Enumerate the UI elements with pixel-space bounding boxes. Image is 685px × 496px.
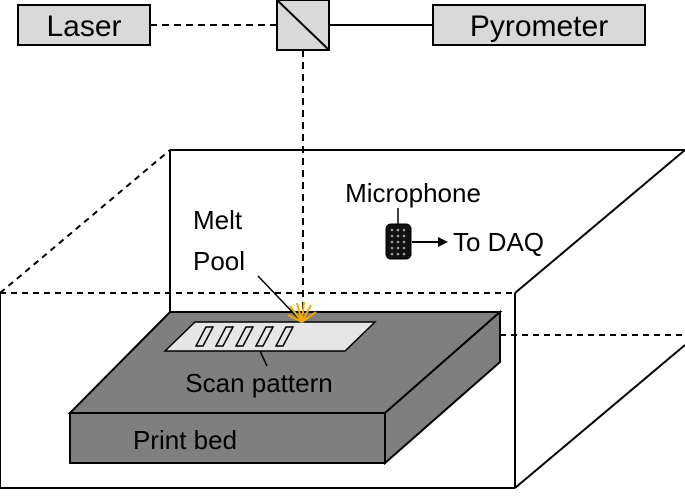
beam-path <box>150 24 433 318</box>
print-bed <box>67 309 503 466</box>
melt-pool-pointer <box>257 275 301 321</box>
scan-pattern-pointer <box>259 350 268 367</box>
scan-track <box>214 326 235 347</box>
print-bed-side <box>384 309 501 466</box>
enclosure-right-bottom-edge <box>514 344 685 489</box>
to-daq-label: To DAQ <box>453 227 544 257</box>
laser-box: Laser <box>17 4 151 46</box>
laser-label: Laser <box>46 10 121 43</box>
scan-pattern-tracks <box>194 326 295 347</box>
enclosure-right-top-edge <box>514 149 685 294</box>
print-bed-label: Print bed <box>133 425 237 455</box>
beam-splitter-icon <box>276 0 330 51</box>
scan-track <box>254 326 275 347</box>
microphone-icon <box>385 223 412 260</box>
melt-pool-label-line1: Melt <box>193 205 243 235</box>
pyrometer-box: Pyrometer <box>432 4 646 46</box>
melt-pool-label-line2: Pool <box>193 246 245 276</box>
scan-track <box>234 326 255 347</box>
pyrometer-label: Pyrometer <box>470 10 608 43</box>
melt-pool-spark-icon <box>287 301 317 323</box>
enclosure-left-top-edge <box>0 149 171 294</box>
scan-track <box>274 326 295 347</box>
scan-track <box>194 326 215 347</box>
microphone-label: Microphone <box>345 178 481 208</box>
scan-pattern-label: Scan pattern <box>185 368 332 398</box>
